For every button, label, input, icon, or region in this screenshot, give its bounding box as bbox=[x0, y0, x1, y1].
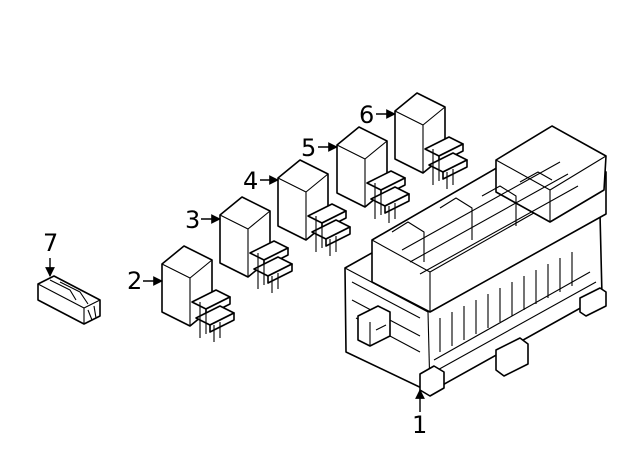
fuse-relay-box: 1 bbox=[344, 125, 607, 439]
callout-5: 5 bbox=[301, 134, 316, 162]
callout-7: 7 bbox=[43, 229, 58, 257]
relay-3: 3 bbox=[185, 196, 293, 294]
callout-6: 6 bbox=[359, 101, 374, 129]
callout-1: 1 bbox=[412, 411, 427, 439]
callout-4: 4 bbox=[243, 167, 258, 195]
relay-icon bbox=[394, 92, 468, 190]
fuse-7: 7 bbox=[37, 229, 101, 325]
relay-6: 6 bbox=[359, 92, 468, 190]
fuse-relay-box-icon bbox=[344, 125, 607, 397]
fuse-icon bbox=[37, 275, 101, 325]
callout-2: 2 bbox=[127, 267, 142, 295]
relay-5: 5 bbox=[301, 126, 410, 224]
relay-2: 2 bbox=[127, 245, 235, 343]
callout-3: 3 bbox=[185, 206, 200, 234]
relay-4: 4 bbox=[243, 159, 351, 257]
